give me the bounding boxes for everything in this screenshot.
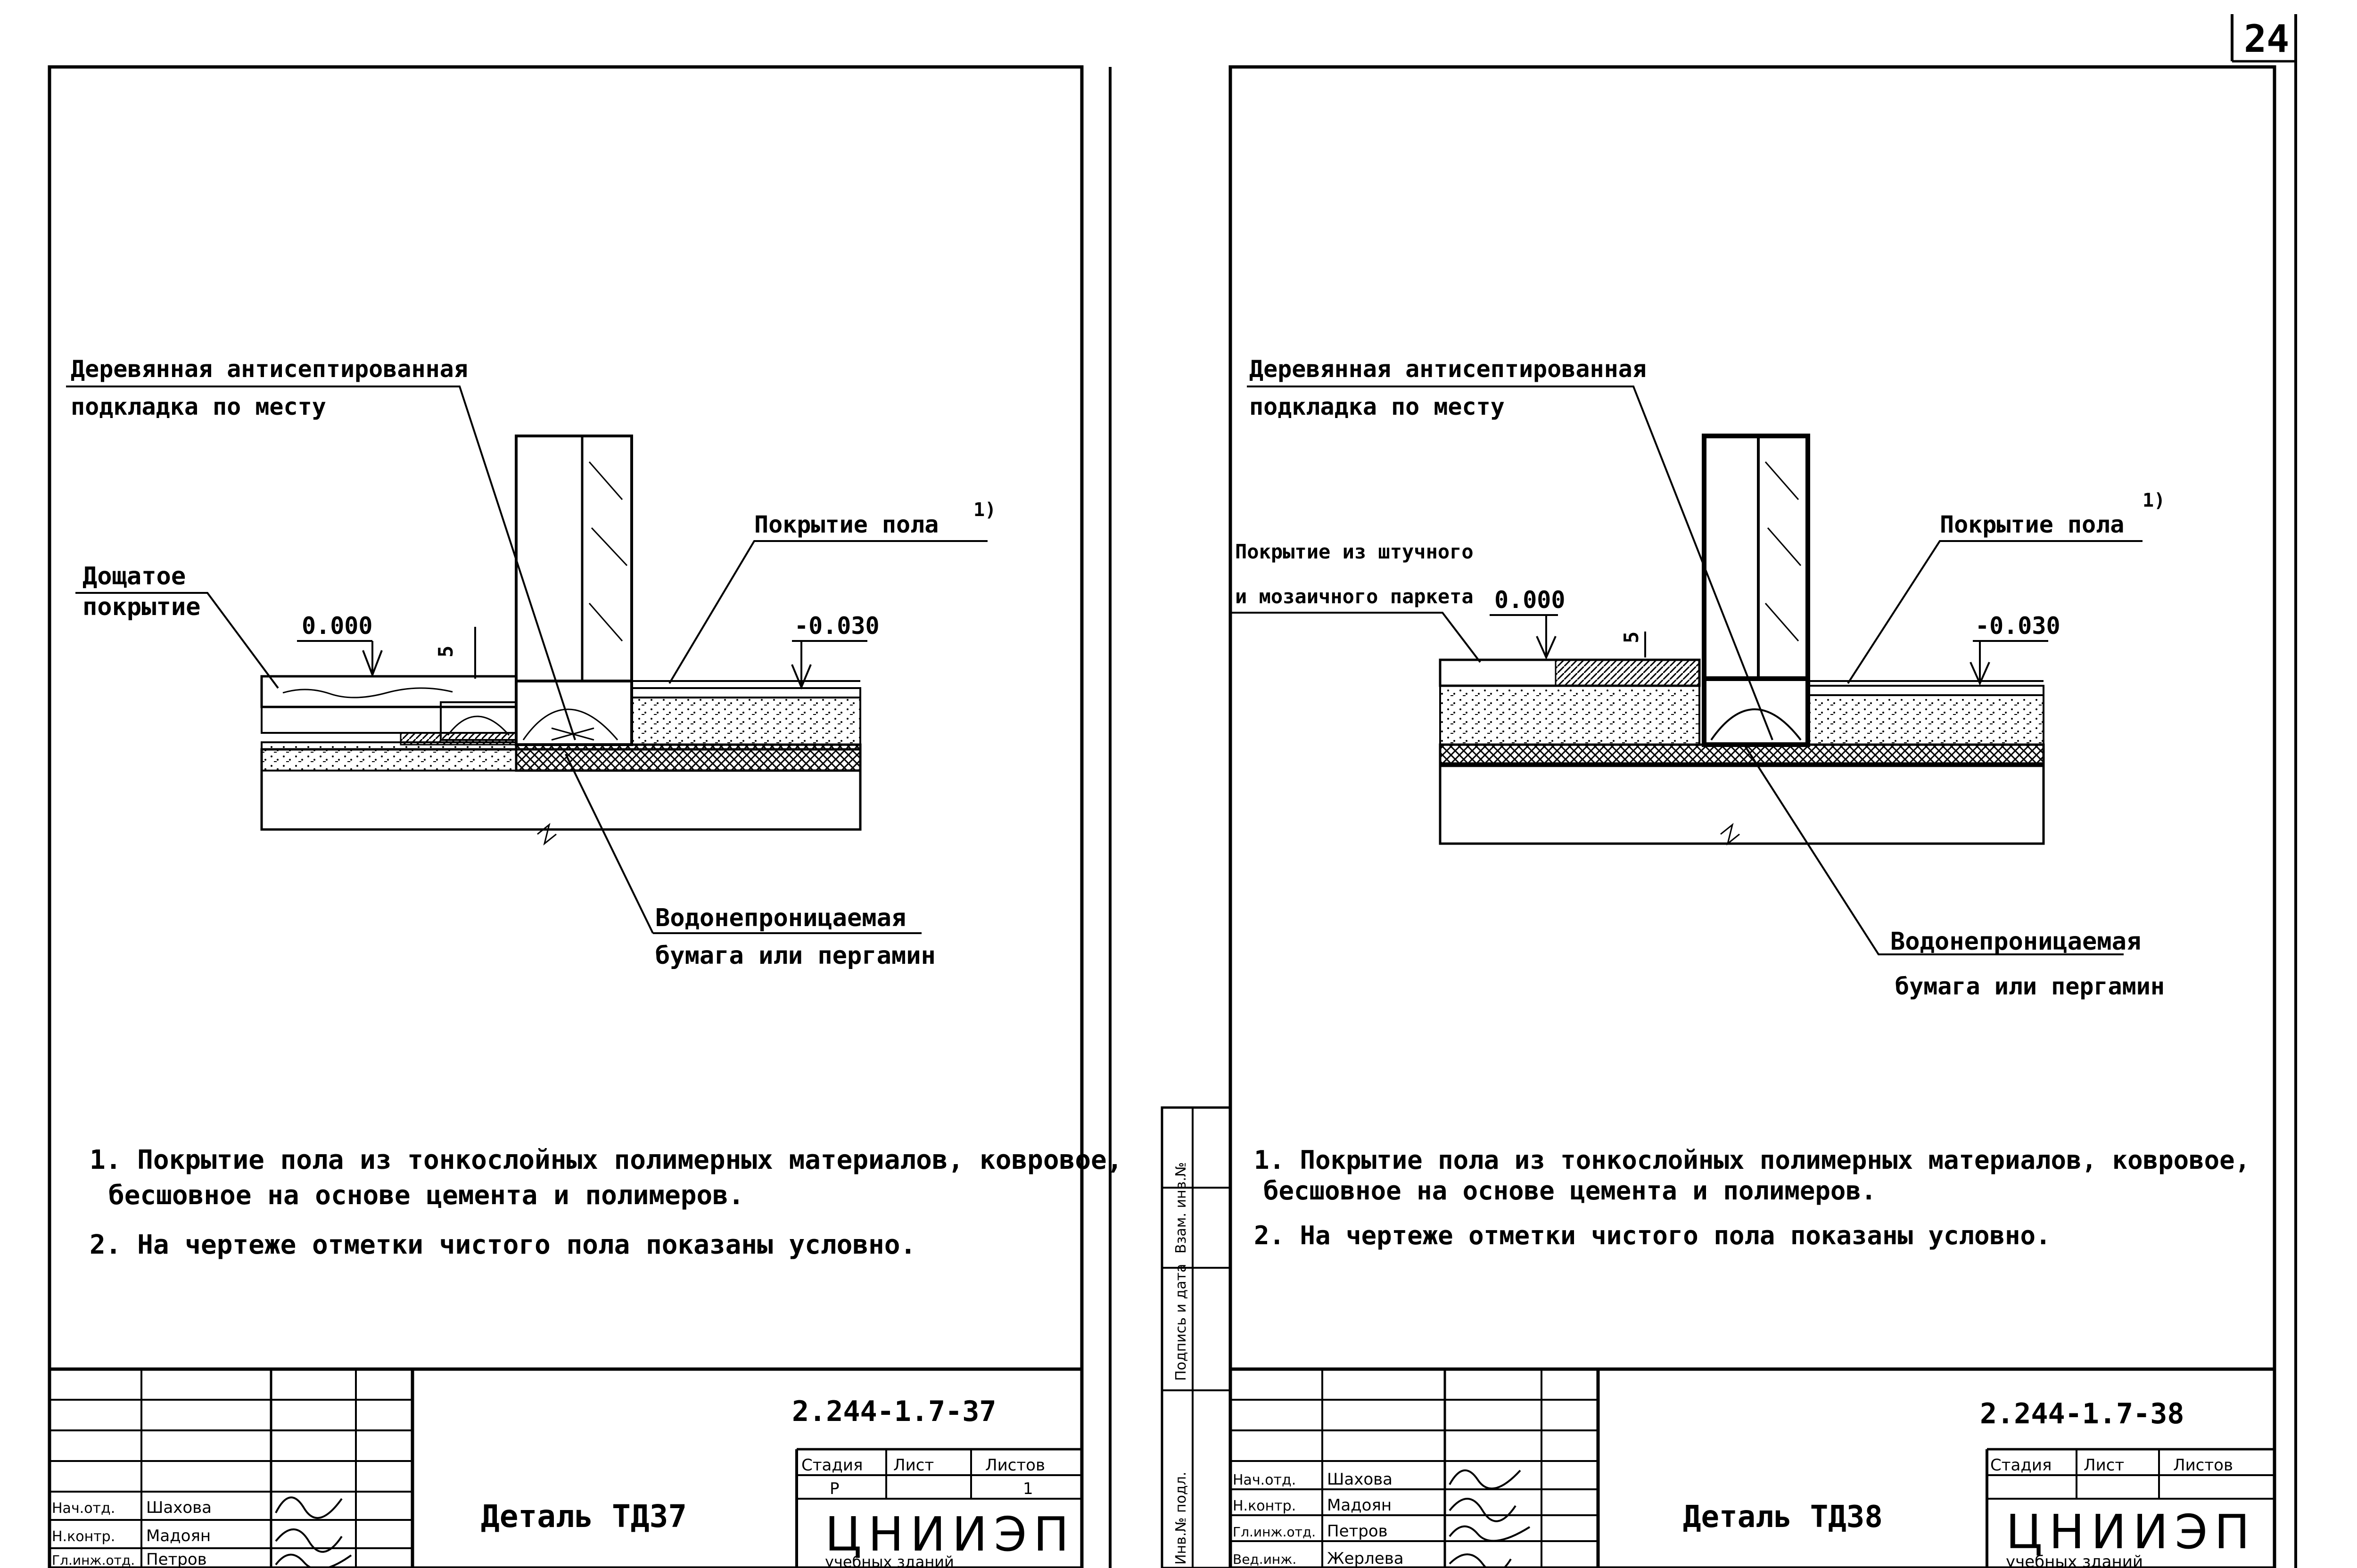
footnote-mark: 1): [2143, 490, 2165, 511]
signer-role: Вед.инж.: [1233, 1552, 1296, 1567]
doc-code: 2.244-1.7-38: [1980, 1397, 2184, 1430]
signer-name: Жерлева: [1327, 1549, 1404, 1568]
notes: 1. Покрытие пола из тонкослойных полимер…: [90, 1145, 1122, 1260]
callout-top-line1: Деревянная антисептированная: [71, 355, 468, 383]
sheet-td37: Деревянная антисептированная подкладка п…: [48, 65, 1122, 1568]
signer-role: Гл.инж.отд.: [52, 1552, 135, 1568]
notes: 1. Покрытие пола из тонкослойных полимер…: [1254, 1145, 2250, 1250]
note-line: 2. На чертеже отметки чистого пола показ…: [90, 1230, 916, 1260]
sheet-header: Лист: [893, 1456, 934, 1475]
signer-role: Н.контр.: [1233, 1498, 1296, 1514]
sheet-frame: [48, 65, 1084, 1568]
callout-right: Покрытие пола: [754, 511, 939, 538]
org-name: ЦНИИЭП: [825, 1507, 1075, 1562]
doc-code: 2.244-1.7-37: [792, 1395, 996, 1428]
detail-drawing: [66, 386, 988, 934]
sheet-header: Лист: [2084, 1456, 2124, 1475]
note-line: бесшовное на основе цемента и полимеров.: [1263, 1176, 1876, 1206]
callout-bottom-line2: бумага или пергамин: [655, 942, 936, 970]
stamp-replaced-inv: Взам. инв.№: [1173, 1162, 1189, 1254]
gap-dimension: 5: [434, 646, 457, 657]
side-stamp: [1161, 1106, 1232, 1568]
callout-left-line1: Дощатое: [82, 562, 186, 591]
footnote-mark: 1): [973, 499, 996, 521]
signer-name: Мадоян: [1327, 1496, 1392, 1515]
signer-role: Н.контр.: [52, 1528, 115, 1545]
signer-role: Гл.инж.отд.: [1233, 1524, 1316, 1540]
signer-name: Петров: [1327, 1522, 1388, 1541]
note-line: 2. На чертеже отметки чистого пола показ…: [1254, 1221, 2051, 1250]
callout-top-line1: Деревянная антисептированная: [1249, 355, 1647, 383]
title-block: [49, 1367, 1082, 1568]
detail-drawing: [1230, 386, 2143, 955]
note-line: бесшовное на основе цемента и полимеров.: [108, 1180, 744, 1211]
gap-dimension: 5: [1620, 632, 1643, 643]
page-number: 24: [2244, 17, 2289, 61]
sheets-header: Листов: [985, 1456, 1045, 1475]
signer-role: Нач.отд.: [1233, 1472, 1296, 1488]
note-line: 1. Покрытие пола из тонкослойных полимер…: [90, 1145, 1122, 1175]
stamp-inv-no: Инв.№ подл.: [1173, 1472, 1189, 1565]
stage-header: Стадия: [1990, 1456, 2052, 1475]
signature-marks: [1449, 1469, 1531, 1568]
sheet-frame: [1228, 65, 2276, 1568]
detail-title: Деталь ТД38: [1683, 1500, 1883, 1535]
callout-left-line1: Покрытие из штучного: [1235, 540, 1474, 563]
signer-name: Петров: [146, 1550, 207, 1568]
level-right: -0.030: [794, 612, 880, 640]
signer-name: Мадоян: [146, 1527, 211, 1545]
stage-header: Стадия: [801, 1456, 863, 1475]
callout-bottom-line1: Водонепроницаемая: [655, 904, 906, 932]
signer-name: Шахова: [146, 1498, 212, 1517]
callout-bottom-line1: Водонепроницаемая: [1890, 928, 2141, 956]
note-line: 1. Покрытие пола из тонкослойных полимер…: [1254, 1145, 2250, 1175]
stamp-signature-date: Подпись и дата: [1173, 1264, 1189, 1381]
signer-name: Шахова: [1327, 1470, 1393, 1489]
sheet-td38: Инв.№ подл. Подпись и дата Взам. инв.№: [1161, 65, 2276, 1568]
callout-left-line2: покрытие: [82, 593, 200, 621]
signature-marks: [275, 1496, 352, 1568]
level-left: 0.000: [1494, 586, 1566, 614]
level-left: 0.000: [302, 612, 373, 640]
level-right: -0.030: [1975, 612, 2060, 640]
callout-left-line2: и мозаичного паркета: [1235, 585, 1474, 608]
callout-right: Покрытие пола: [1940, 511, 2124, 538]
org-subtitle: учебных зданий: [2006, 1552, 2143, 1568]
page-number-box: 24: [2231, 14, 2296, 63]
title-block: [1230, 1367, 2275, 1568]
sheets-value: 1: [1023, 1479, 1033, 1498]
stage-value: Р: [830, 1479, 840, 1498]
org-name: ЦНИИЭП: [2006, 1504, 2256, 1560]
callout-top-line2: подкладка по месту: [71, 393, 326, 420]
callout-top-line2: подкладка по месту: [1249, 393, 1505, 420]
callout-bottom-line2: бумага или пергамин: [1895, 973, 2165, 1000]
org-subtitle: учебных зданий: [825, 1553, 954, 1568]
sheets-header: Листов: [2173, 1456, 2233, 1475]
signer-role: Нач.отд.: [52, 1500, 115, 1517]
detail-title: Деталь ТД37: [481, 1498, 687, 1535]
